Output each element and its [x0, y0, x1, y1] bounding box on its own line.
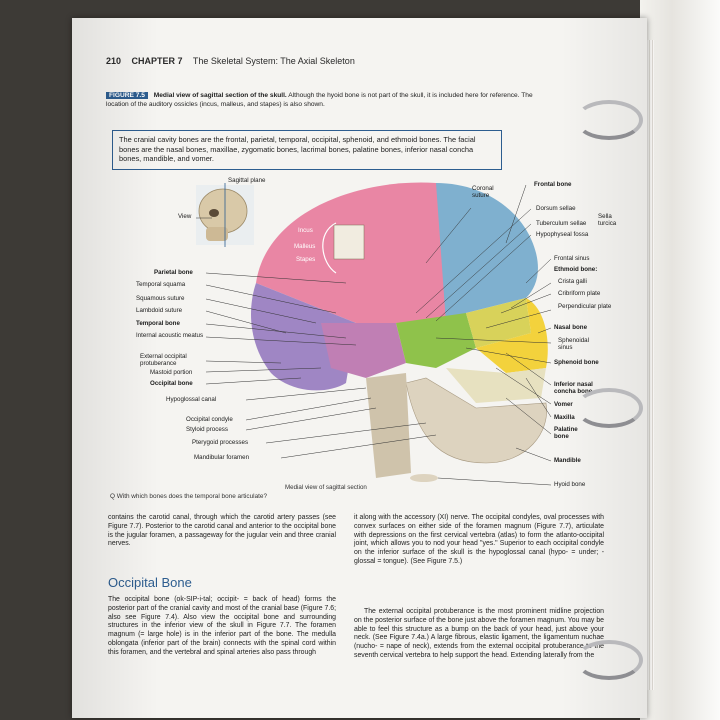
ossicle-arrow [322, 222, 337, 274]
body-text-left-top: contains the carotid canal, through whic… [108, 514, 336, 548]
chapter-title: The Skeletal System: The Axial Skeleton [192, 56, 355, 66]
body-text-left-bottom: The occipital bone (ok-SIP-i-tal; occipi… [108, 596, 336, 656]
label-occipital-condyle: Occipital condyle [186, 416, 233, 423]
label-external-occipital-protuberance: External occipital protuberance [140, 353, 187, 367]
label-hypophyseal-fossa: Hypophyseal fossa [536, 231, 589, 238]
label-hyoid-bone: Hyoid bone [554, 481, 586, 488]
binder-ring-bottom [575, 640, 643, 680]
label-cribriform-plate: Cribriform plate [558, 290, 601, 297]
label-lambdoid-suture: Lambdoid suture [136, 307, 183, 314]
label-styloid-process: Styloid process [186, 426, 228, 433]
label-parietal-bone: Parietal bone [154, 269, 193, 276]
label-sphenoidal-sinus: Sphenoidal sinus [558, 337, 589, 351]
label-sagittal-plane: Sagittal plane [228, 177, 266, 184]
skull-figure: Sagittal plane View Incus Malleus Stapes… [106, 173, 626, 503]
skull-illustration [196, 182, 552, 486]
figure-caption-text: Although the hyoid bone is not part of t… [106, 92, 533, 108]
body-text-right-bottom: The external occipital protuberance is t… [354, 608, 604, 659]
textbook-page: 210 CHAPTER 7 The Skeletal System: The A… [72, 18, 647, 718]
label-temporal-bone: Temporal bone [136, 320, 180, 327]
section-title: Occipital Bone [108, 575, 192, 590]
ossicles-inset [333, 224, 365, 260]
label-dorsum-sellae: Dorsum sellae [536, 205, 576, 212]
mandible-region [405, 377, 547, 464]
figure-tag: FIGURE 7.5 [106, 92, 148, 99]
label-occipital-bone: Occipital bone [150, 380, 193, 387]
hyoid-shape [410, 474, 438, 482]
page-number: 210 [106, 56, 122, 66]
label-internal-acoustic-meatus: Internal acoustic meatus [136, 332, 204, 339]
label-sphenoid-bone: Sphenoid bone [554, 359, 599, 366]
skull-section [251, 182, 548, 482]
label-frontal-sinus: Frontal sinus [554, 255, 590, 262]
label-sella-turcica: Sella turcica [598, 213, 617, 227]
frontal-region [436, 183, 538, 323]
sphenoid-region [396, 313, 476, 368]
binder-ring-top [575, 100, 643, 140]
figure-view-caption: Medial view of sagittal section [285, 484, 367, 491]
ethmoid-region [466, 298, 531, 348]
binder-ring-middle [575, 388, 643, 428]
teeth-palatine-region [446, 368, 546, 403]
label-maxilla: Maxilla [554, 414, 575, 421]
figure-caption-title: Medial view of sagittal section of the s… [153, 92, 287, 99]
temporal-region [321, 323, 406, 378]
label-pterygoid-processes: Pterygoid processes [192, 439, 249, 446]
label-nasal-bone: Nasal bone [554, 324, 588, 331]
label-coronal-suture: Coronal suture [472, 185, 494, 199]
label-palatine-bone: Palatine bone [554, 426, 578, 440]
occipital-region [251, 283, 356, 391]
figure-caption: FIGURE 7.5 Medial view of sagittal secti… [106, 92, 536, 109]
spine-region [366, 373, 411, 478]
label-crista-galli: Crista galli [558, 278, 587, 285]
label-malleus: Malleus [294, 243, 316, 250]
inset-skull [196, 183, 254, 247]
body-text-right-top: it along with the accessory (XI) nerve. … [354, 514, 604, 565]
label-frontal-bone: Frontal bone [534, 181, 572, 188]
label-perpendicular-plate: Perpendicular plate [558, 303, 612, 310]
maxilla-region [476, 298, 548, 373]
label-tuberculum-sellae: Tuberculum sellae [536, 220, 587, 227]
label-incus: Incus [298, 227, 313, 234]
page-header: 210 CHAPTER 7 The Skeletal System: The A… [106, 56, 355, 66]
label-mandibular-foramen: Mandibular foramen [194, 454, 250, 461]
label-temporal-squama: Temporal squama [136, 281, 186, 288]
label-hypoglossal-canal: Hypoglossal canal [166, 396, 217, 403]
figure-intro-box: The cranial cavity bones are the frontal… [112, 130, 502, 170]
label-mastoid-portion: Mastoid portion [150, 369, 193, 376]
label-mandible: Mandible [554, 457, 581, 464]
chapter-label: CHAPTER 7 [131, 56, 183, 66]
label-view: View [178, 213, 192, 220]
label-stapes: Stapes [296, 256, 316, 263]
label-squamous-suture: Squamous suture [136, 295, 185, 302]
label-ethmoid-bone: Ethmoid bone: [554, 266, 598, 273]
label-inferior-nasal-concha: Inferior nasal concha bone [554, 381, 593, 395]
figure-question: Q With which bones does the temporal bon… [110, 493, 268, 500]
leader-lines [196, 184, 552, 486]
label-vomer: Vomer [554, 401, 573, 408]
